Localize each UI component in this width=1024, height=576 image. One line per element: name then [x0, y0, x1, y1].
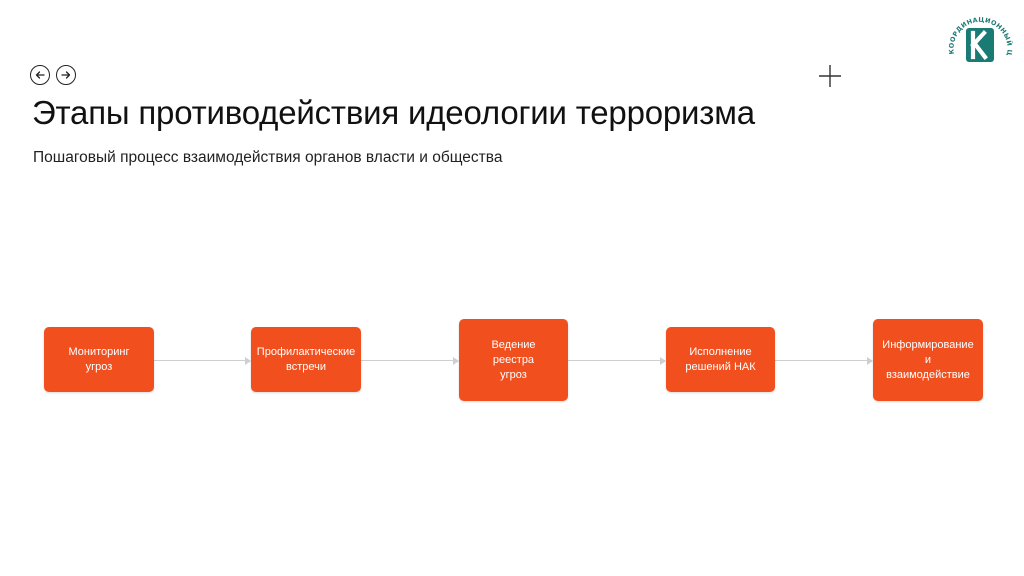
plus-icon[interactable] [818, 64, 842, 88]
stage-box[interactable]: Мониторинг угроз [44, 327, 154, 392]
arrow-right-icon [61, 71, 71, 79]
coordination-center-logo: КООРДИНАЦИОННЫЙ ЦЕНТР [944, 8, 1014, 62]
connector-line [154, 360, 245, 361]
connector-arrowhead [867, 356, 873, 365]
connector-arrowhead [660, 356, 666, 365]
page-title: Этапы противодействия идеологии террориз… [32, 94, 755, 131]
back-button[interactable] [30, 65, 50, 85]
connector-line [568, 360, 660, 361]
connector-line [361, 360, 453, 361]
navigation-controls [30, 65, 76, 85]
connector-arrowhead [453, 356, 459, 365]
connector-line [775, 360, 867, 361]
stage-box[interactable]: Исполнение решений НАК [666, 327, 775, 392]
connector-arrowhead [245, 356, 251, 365]
arrow-left-icon [35, 71, 45, 79]
stage-box[interactable]: Ведение реестра угроз [459, 319, 568, 401]
page-subtitle: Пошаговый процесс взаимодействия органов… [33, 149, 503, 166]
stage-box[interactable]: Профилактические встречи [251, 327, 361, 392]
stage-box[interactable]: Информирование и взаимодействие [873, 319, 983, 401]
forward-button[interactable] [56, 65, 76, 85]
